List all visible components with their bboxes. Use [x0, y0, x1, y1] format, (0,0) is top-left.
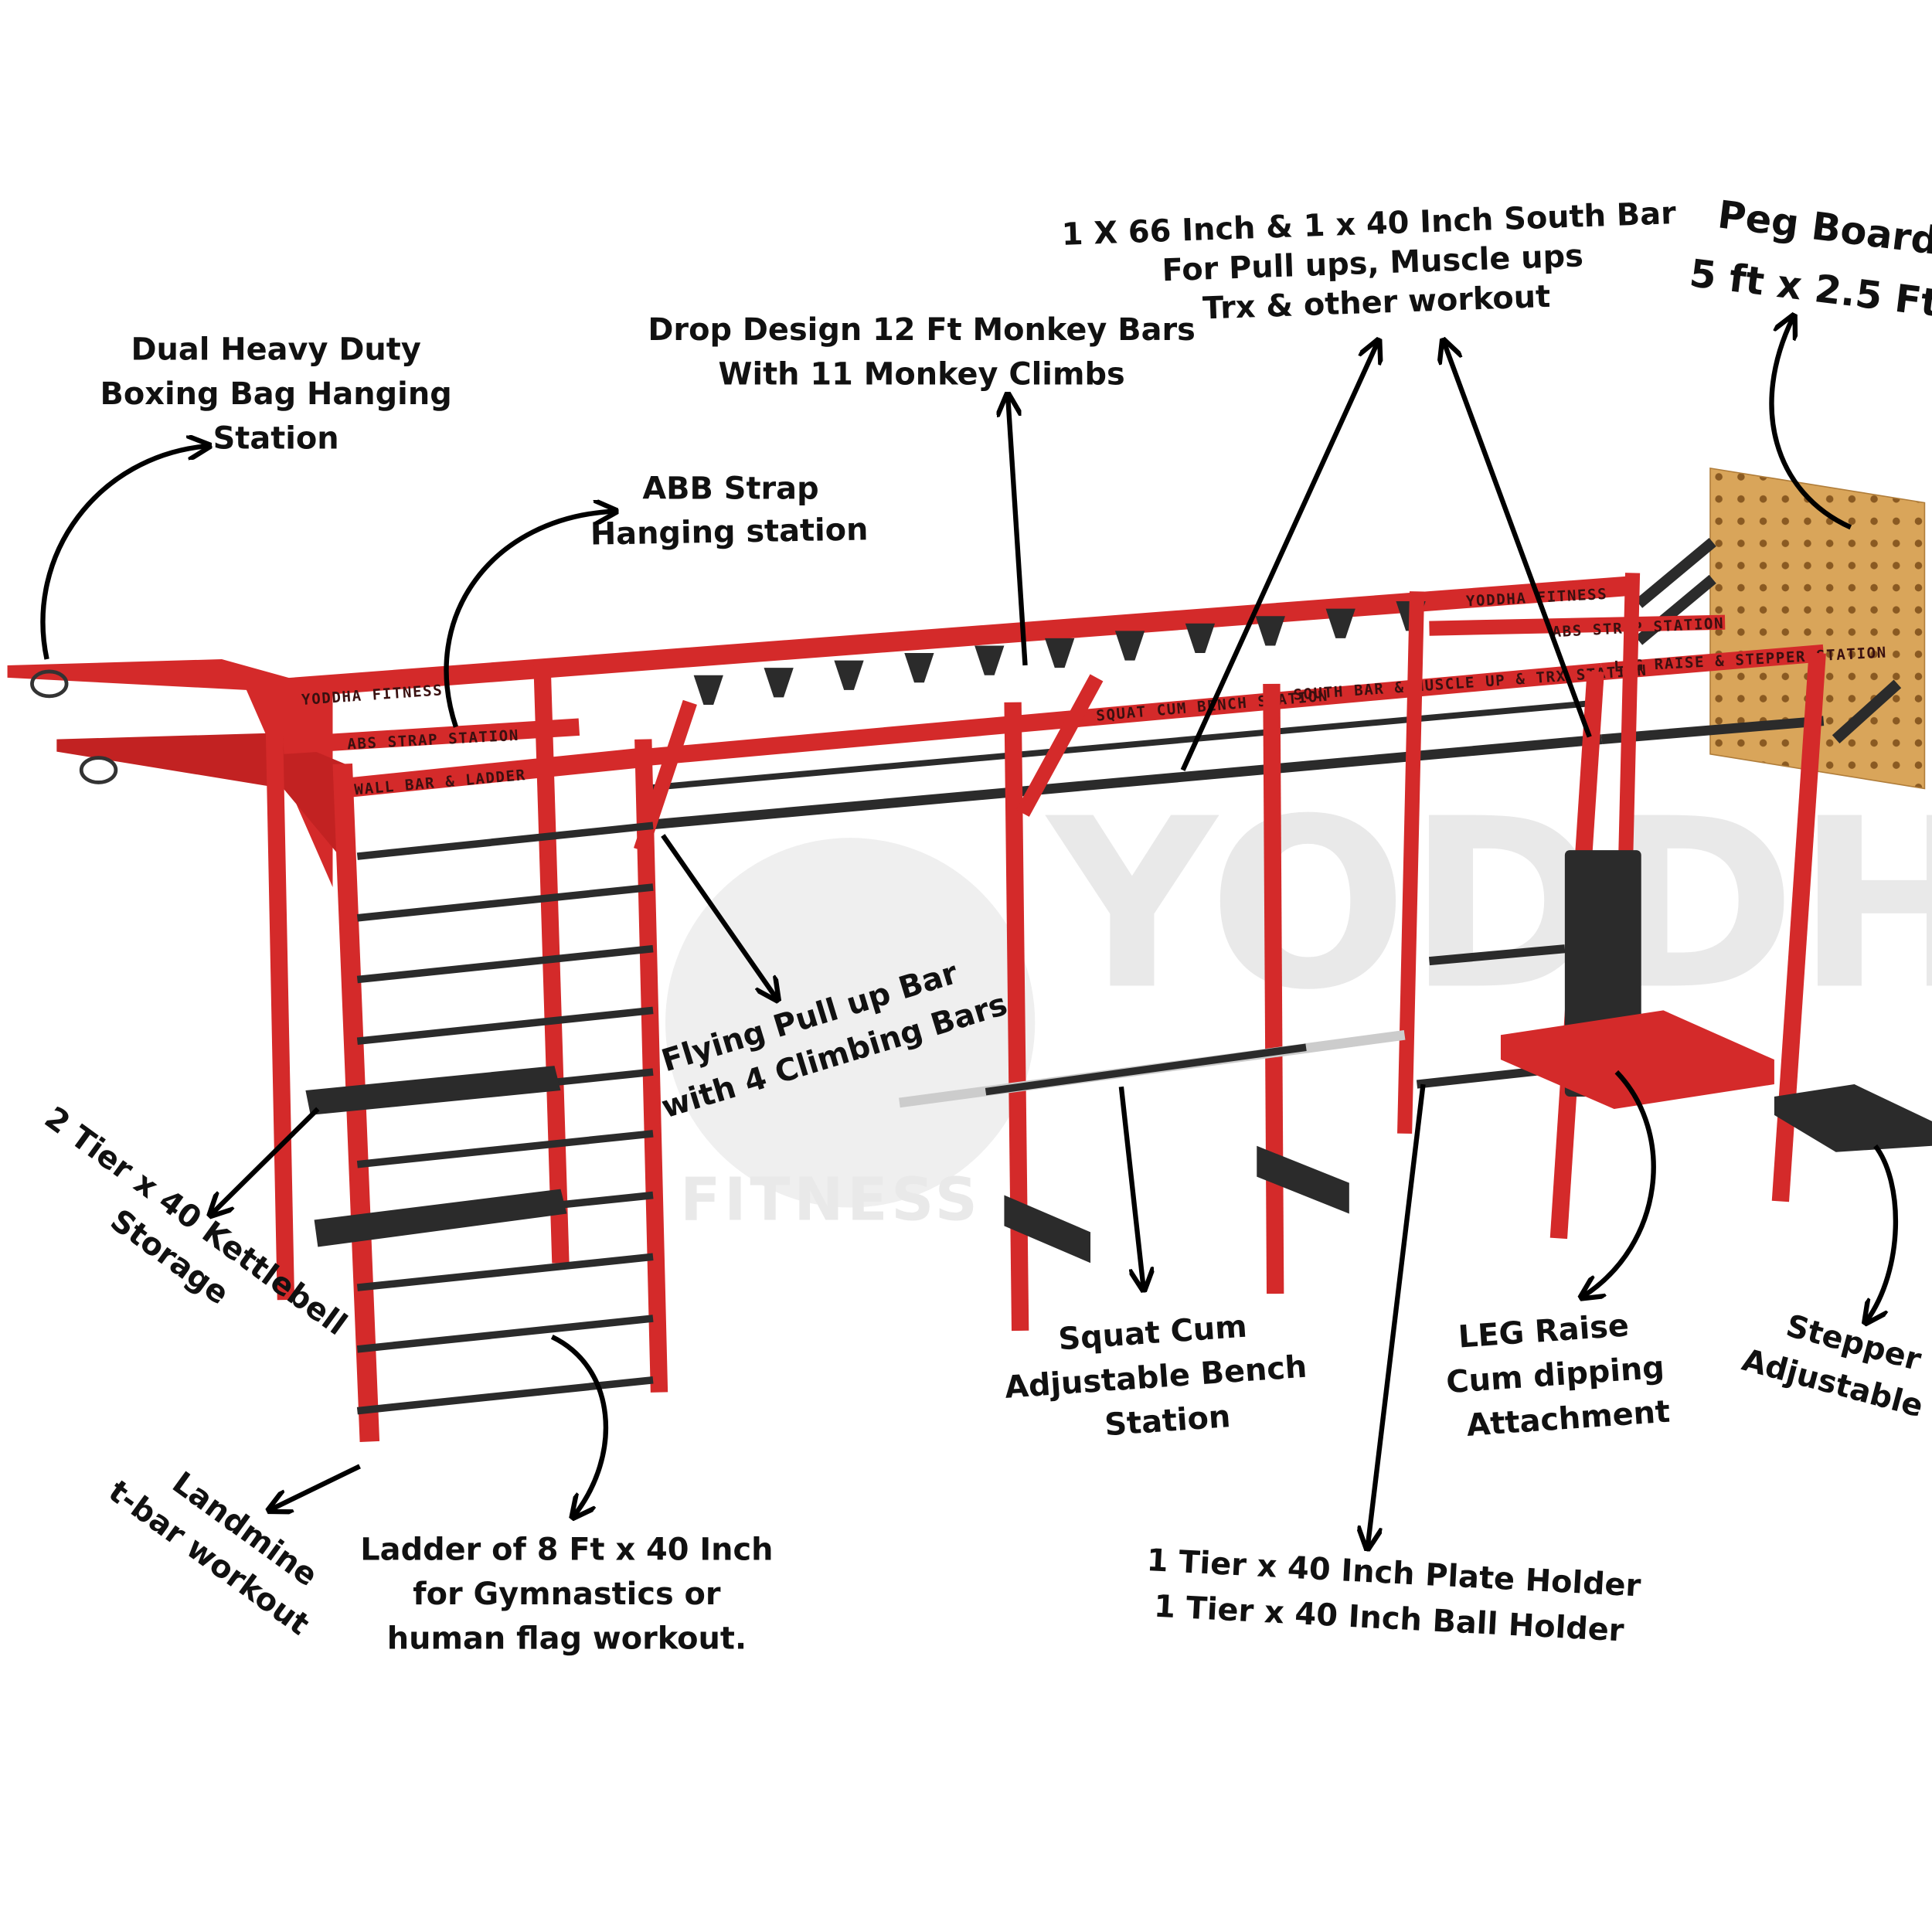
- arrow-icon: [1368, 1083, 1426, 1546]
- kettlebell-storage: [305, 1066, 567, 1247]
- callout-text: ABB Strap: [642, 471, 818, 507]
- callout-text: Station: [213, 420, 339, 456]
- callout-abs-strap: ABB Strap Hanging station: [444, 471, 869, 728]
- callout-kettlebell: 2 Tier x 40 Kettlebell Storage: [38, 1100, 353, 1342]
- watermark: YODDHA FITNESS: [665, 770, 1932, 1234]
- callout-stepper: Stepper Adjustable: [1738, 1308, 1927, 1425]
- monkey-climb: [1045, 638, 1075, 668]
- callout-leg-raise: LEG Raise Cum dipping Attachment: [1445, 1308, 1672, 1444]
- monkey-climb: [693, 675, 723, 705]
- arrow-icon: [1866, 1144, 1898, 1321]
- arrow-icon: [1444, 342, 1592, 738]
- callout-peg-board: Peg Board 5 ft x 2.5 Ft: [1687, 192, 1932, 325]
- callout-text: 5 ft x 2.5 Ft: [1687, 250, 1932, 325]
- callout-text: Squat Cum: [1057, 1309, 1248, 1358]
- arrow-icon: [1118, 1086, 1144, 1287]
- ladder-rung: [356, 1253, 654, 1291]
- monkey-climb: [834, 660, 864, 690]
- callout-text: Dual Heavy Duty: [131, 332, 420, 368]
- callout-text: Hanging station: [590, 512, 868, 552]
- callout-south-bar: 1 X 66 Inch & 1 x 40 Inch South Bar For …: [1061, 196, 1677, 327]
- monkey-climb: [904, 653, 934, 683]
- arrow-icon: [1008, 396, 1028, 666]
- callout-text: 1 X 66 Inch & 1 x 40 Inch South Bar: [1061, 196, 1677, 253]
- callout-monkey-bars: Drop Design 12 Ft Monkey Bars With 11 Mo…: [648, 312, 1196, 666]
- callout-plate-holder: 1 Tier x 40 Inch Plate Holder 1 Tier x 4…: [1146, 1543, 1642, 1648]
- leg-raise-station: [1500, 850, 1932, 1152]
- frame-label: ABS STRAP STATION: [347, 726, 520, 753]
- ladder-rung: [356, 1315, 654, 1353]
- callout-text: With 11 Monkey Climbs: [719, 356, 1125, 392]
- arrow-icon: [212, 1107, 320, 1214]
- callout-text: Boxing Bag Hanging: [100, 376, 452, 412]
- arrow-icon: [40, 446, 206, 660]
- callout-text: 2 Tier x 40 Kettlebell: [38, 1100, 353, 1342]
- arrow-icon: [661, 834, 777, 998]
- ladder-rung: [356, 1006, 654, 1046]
- ladder: [356, 821, 654, 1415]
- monkey-climb: [1114, 631, 1145, 661]
- monkey-climb: [1255, 616, 1285, 646]
- callout-text: human flag workout.: [387, 1621, 747, 1656]
- arrow-icon: [1583, 1070, 1656, 1296]
- arrow-icon: [271, 1464, 361, 1509]
- monkey-climb: [764, 668, 794, 698]
- ladder-rung: [356, 1376, 654, 1415]
- callout-text: Peg Board: [1716, 192, 1932, 264]
- callout-text: Station: [1104, 1399, 1232, 1443]
- monkey-climbs: [693, 601, 1426, 705]
- arrow-icon: [1769, 318, 1852, 530]
- ladder-rung: [356, 821, 654, 860]
- callout-text: Adjustable Bench: [1004, 1349, 1308, 1406]
- callout-text: Trx & other workout: [1202, 279, 1551, 327]
- watermark-sub: FITNESS: [680, 1165, 981, 1234]
- monkey-climb: [1185, 623, 1216, 654]
- monkey-climb: [975, 645, 1005, 675]
- callout-squat: Squat Cum Adjustable Bench Station: [1004, 1309, 1308, 1444]
- callout-text: Ladder of 8 Ft x 40 Inch: [360, 1532, 773, 1567]
- watermark-main: YODDHA: [1043, 770, 1932, 1042]
- callout-text: Cum dipping: [1445, 1350, 1665, 1401]
- callout-text: LEG Raise: [1458, 1308, 1631, 1355]
- arrow-icon: [1180, 342, 1378, 771]
- callout-text: for Gymnastics or: [413, 1577, 721, 1612]
- callout-landmine: Landmine t-bar workout: [102, 1465, 324, 1643]
- monkey-climb: [1325, 608, 1355, 638]
- ladder-rung: [356, 1130, 654, 1168]
- callout-text: Drop Design 12 Ft Monkey Bars: [648, 312, 1195, 348]
- ladder-rung: [356, 944, 654, 984]
- callout-ladder: Ladder of 8 Ft x 40 Inch for Gymnastics …: [360, 1335, 774, 1656]
- arrow-icon: [444, 512, 614, 728]
- ladder-rung: [356, 883, 654, 922]
- arrow-icon: [550, 1335, 609, 1515]
- callout-text: Attachment: [1465, 1394, 1671, 1444]
- callout-boxing: Dual Heavy Duty Boxing Bag Hanging Stati…: [40, 332, 452, 660]
